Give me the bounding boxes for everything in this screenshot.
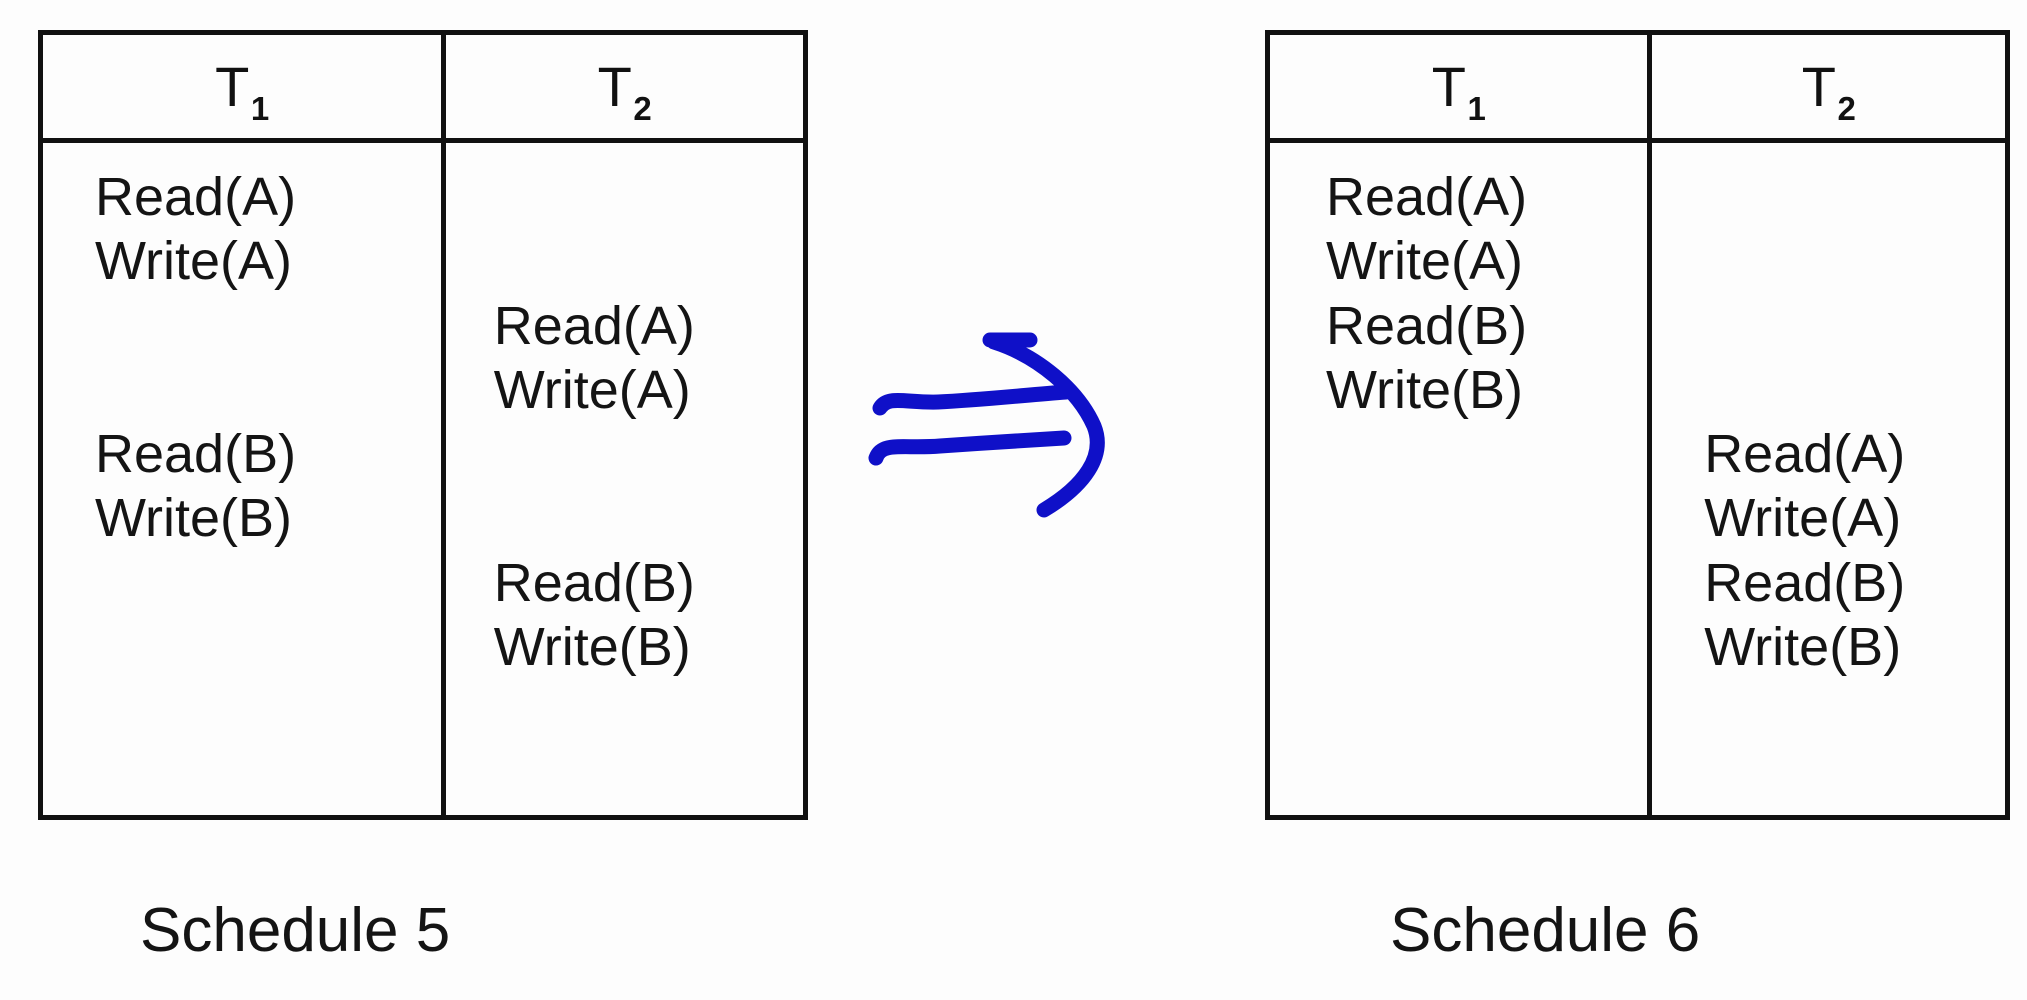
schedule-6-t2-column: Read(A) Write(A) Read(B) Write(B) (1652, 143, 2005, 815)
operation-item: Write(B) (493, 616, 691, 677)
schedule-5-t1-op-list: Read(A) Write(A) Read(B) Write(B) (43, 165, 441, 679)
operation-item: Read(B) (493, 552, 695, 613)
operation-item: Read(B) (95, 424, 297, 484)
schedule-5-panel: T1 T2 Read(A) Write(A) Read(B (38, 30, 808, 820)
schedule-6-body: Read(A) Write(A) Read(B) Write(B) (1270, 143, 2005, 815)
schedule-5-header-row: T1 T2 (43, 35, 803, 143)
schedule-5-table: T1 T2 Read(A) Write(A) Read(B (38, 30, 808, 820)
header-t2-subscript: 2 (1837, 90, 1857, 127)
implies-arrow (862, 310, 1162, 530)
schedule-6-t2-op-list: Read(A) Write(A) Read(B) Write(B) (1652, 165, 2005, 679)
header-t1-label: T (1431, 55, 1467, 118)
operation-item: Write(A) (1704, 488, 1902, 549)
schedule-6-header-row: T1 T2 (1270, 35, 2005, 143)
schedule-5-header-t1: T1 (43, 35, 446, 138)
operation-item: Write(B) (1326, 359, 1523, 420)
operation-item: Read(B) (1326, 295, 1528, 356)
operation-item: Write(A) (95, 231, 292, 292)
operation-item: Read(A) (1704, 424, 1906, 484)
schedule-6-t1-op-list: Read(A) Write(A) Read(B) Write(B) (1270, 165, 1647, 679)
operation-item: Write(A) (493, 359, 691, 420)
operation-item: Read(B) (1704, 552, 1906, 613)
header-t1-subscript: 1 (250, 90, 270, 127)
schedule-5-t2-column: Read(A) Write(A) Read(B) Write(B) (446, 143, 803, 815)
header-t2-label: T (597, 55, 633, 118)
operation-item: Read(A) (95, 167, 297, 227)
schedule-6-panel: T1 T2 Read(A) Write(A) Read(B) Write(B) (1265, 30, 2010, 820)
header-t2-label: T (1801, 55, 1837, 118)
operation-item: Write(A) (1326, 231, 1523, 292)
schedule-6-caption: Schedule 6 (1390, 896, 1701, 965)
operation-item: Write(B) (1704, 616, 1902, 677)
schedule-6-header-t1: T1 (1270, 35, 1653, 138)
header-t1-label: T (215, 55, 250, 118)
schedule-5-header-t2: T2 (446, 35, 803, 138)
schedule-5-body: Read(A) Write(A) Read(B) Write(B) (43, 143, 803, 815)
header-t1-subscript: 1 (1467, 90, 1487, 127)
operation-item: Write(B) (95, 488, 292, 549)
schedule-6-header-t2: T2 (1652, 35, 2005, 138)
schedule-5-t1-column: Read(A) Write(A) Read(B) Write(B) (43, 143, 446, 815)
header-t2-subscript: 2 (633, 90, 653, 127)
schedule-6-t1-column: Read(A) Write(A) Read(B) Write(B) (1270, 143, 1653, 815)
schedule-5-t2-op-list: Read(A) Write(A) Read(B) Write(B) (446, 165, 803, 679)
operation-item: Read(A) (1326, 167, 1528, 227)
implies-arrow-icon (868, 332, 1105, 518)
schedule-6-table: T1 T2 Read(A) Write(A) Read(B) Write(B) (1265, 30, 2010, 820)
operation-item: Read(A) (493, 295, 695, 356)
schedule-5-caption: Schedule 5 (140, 896, 451, 965)
